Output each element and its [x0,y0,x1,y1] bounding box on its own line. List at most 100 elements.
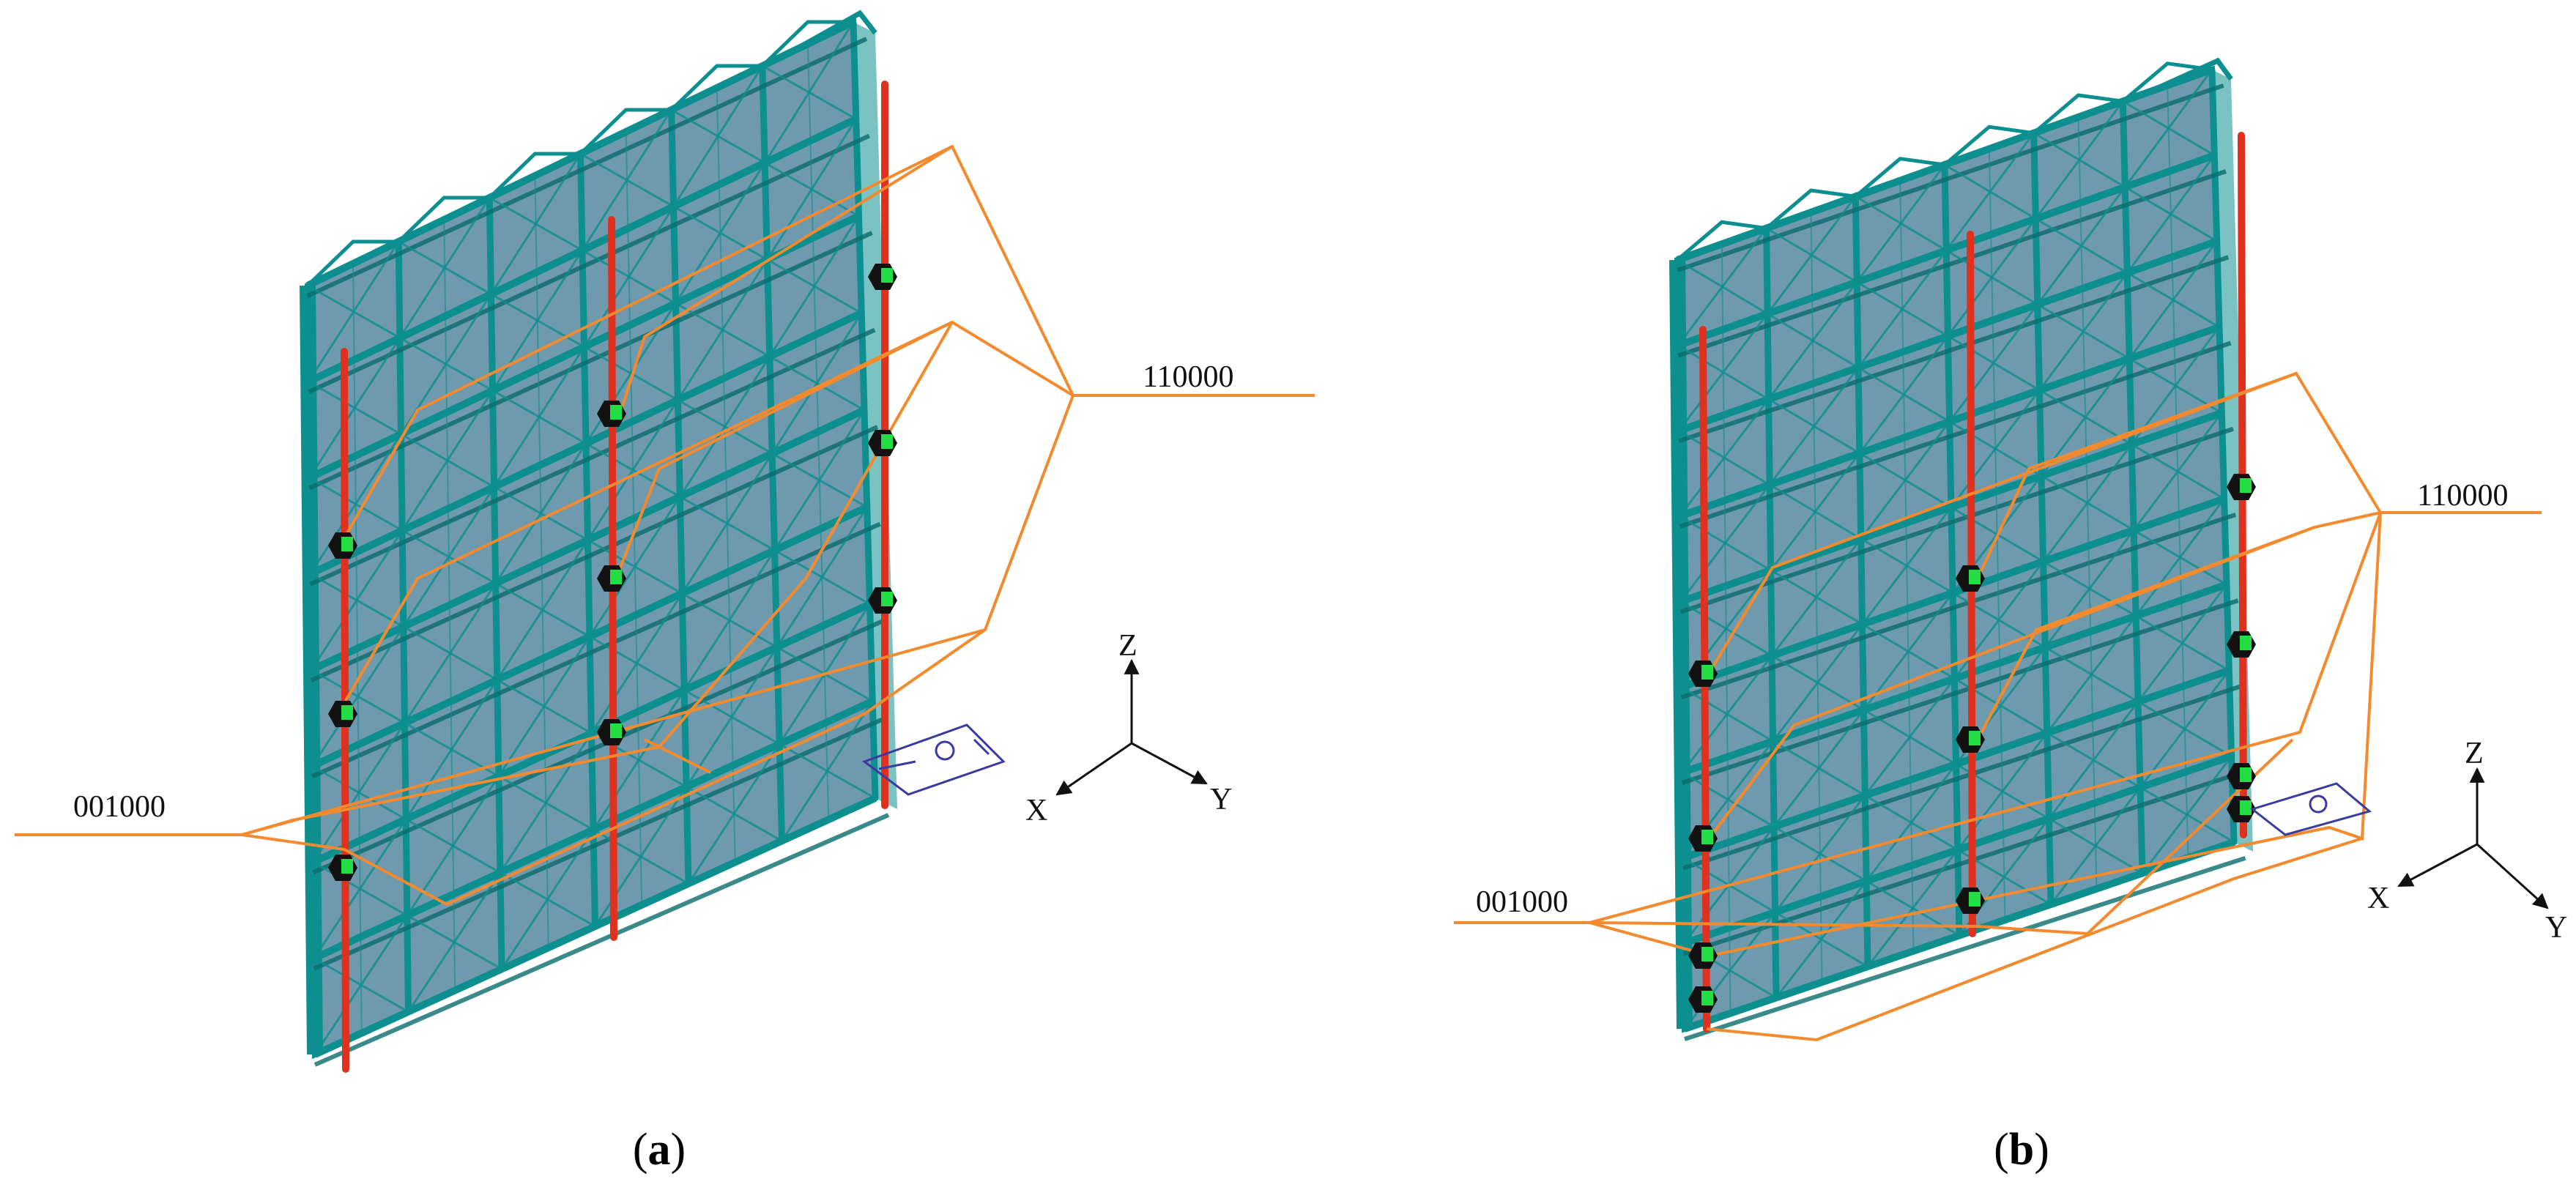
panel-a-top-truss [669,64,762,111]
panel-b-sub-member [2000,748,2005,835]
panel-b-vertical-member [1941,164,1963,936]
panel-b-label-110000: 110000 [2417,479,2508,513]
panel-a-axis-z-label: Z [1118,629,1137,663]
panel-b-sub-member [2178,514,2183,600]
panel-b-sensor-marker [1688,942,1718,969]
panel-a-sensor-marker [328,532,357,559]
panel-b-sub-member [1814,469,1817,555]
panel-b-sensor-light [1701,991,1713,1005]
panel-a-top-truss [306,239,399,287]
panel-b-axis-x-label: X [2367,882,2389,915]
panel-a-sub-member [355,552,358,649]
panel-b-top-truss [2033,93,2123,135]
panel-b-sub-member [1816,640,1819,726]
panel-b-callout-line [1706,837,2363,1042]
panel-a-sub-member [631,421,635,518]
panel-b-callout-line [1976,372,2297,579]
panel-a-walkway [313,715,887,971]
panel-b-vertical-member [1674,259,1688,1030]
panel-a-walkway [308,133,870,394]
panel-b-sub-member [2082,289,2085,375]
panel-a-axis-x-label: X [1025,794,1047,827]
panel-a-sub-member [723,378,727,475]
panel-b-sensors [1688,474,2256,1013]
panel-b-walkway [1677,169,2227,358]
panel-b-sub-member [2167,85,2171,171]
panel-b-axis-triad: Z X Y [2367,737,2567,945]
panel-a-top-truss [488,152,581,199]
panel-a-top-truss [761,20,853,67]
panel-b-walkway [1682,684,2241,871]
panel-b-top-truss [1943,124,2035,166]
panel-a-sensor-light [881,434,893,449]
panel-a-sensor-marker [868,264,897,290]
panel-a-sub-member [732,765,736,863]
panel-a-sensor-marker [597,719,626,745]
panel-a-sensor-marker [597,565,626,592]
panel-a-sub-member [721,281,725,379]
panel-a-walkway [310,425,879,682]
panel-b-sub-member [2173,343,2178,429]
panel-b-sensor-marker [1688,661,1718,687]
panel-a-sub-member [453,893,456,991]
panel-a-sub-member [718,185,722,282]
panel-a-sub-member [825,722,830,820]
panel-a-sub-member [355,455,357,553]
panel-b-sub-member [1997,577,2001,663]
panel-b-sub-member [1899,180,1903,267]
panel-a-callout-line [617,145,954,418]
panel-b-sub-member [1721,244,1724,330]
panel-a-callout-line [241,628,987,907]
panel-b-axis-z-label: Z [2465,737,2484,770]
panel-b-sub-member [2083,374,2087,461]
panel-a-sub-member [627,228,631,325]
panel-b-callout-line [1976,526,2315,740]
panel-a-sub-member [538,368,541,466]
panel-a-sub-member [450,701,453,798]
panel-b-sensor-marker [2227,631,2256,658]
panel-b-sub-member [1810,212,1814,298]
panel-a-label-001000: 001000 [73,790,166,824]
panel-a-sub-member [812,237,817,335]
panel-b: Z X Y 110000 001000 (b) [1454,57,2567,1175]
panel-b-sensor-marker [2227,796,2256,822]
panel-a-sensor-light [341,859,353,874]
panel-b-walkway [1684,855,2246,1041]
panel-b-sensor-light [1969,570,1981,584]
panel-a-sensors [328,264,897,881]
panel-a-sub-member [443,219,447,316]
panel-b-sub-member [2087,546,2092,632]
panel-b-vertical-member [2030,133,2055,905]
panel-a-sub-member [727,571,732,669]
panel-b-sub-member [1815,554,1818,641]
panel-b-sub-member [1811,297,1814,384]
panel-a-sensor-light [610,723,622,738]
panel-b-sensor-light [2240,800,2252,815]
panel-b-sub-member [2180,600,2185,686]
panel-b-callout-line [1589,738,2294,936]
panel-b-top-truss [1676,220,1767,261]
panel-b-sensor-marker [1688,986,1718,1013]
panel-b-sensor-light [1701,947,1713,961]
panel-a-sub-member [451,797,455,894]
panel-b-sub-member [1992,320,1996,406]
panel-b-sub-member [1902,351,1906,438]
panel-b-caption: (b) [1994,1125,2049,1175]
panel-a-axis-triad: Z X Y [1025,629,1232,827]
panel-b-sub-member [1723,500,1727,587]
panel-b-callout-line [1705,511,2381,844]
panel-b-sensor-light [1969,731,1981,745]
panel-a-sensor-light [610,405,622,420]
panel-a-sub-member [357,744,360,841]
panel-b-sensor-light [1701,665,1713,680]
panel-a-small-triad-icon [861,723,1006,796]
panel-b-axis-y-label: Y [2545,911,2567,945]
panel-a-caption: (a) [633,1125,686,1175]
panel-a-sensor-light [881,592,893,606]
panel-b-callout-lines [1454,371,2542,1042]
panel-a-sub-member [542,658,546,755]
panel-b-sensor-marker [2227,474,2256,500]
panel-a-sub-member [446,412,449,509]
panel-b-sensor-marker [1688,825,1718,852]
